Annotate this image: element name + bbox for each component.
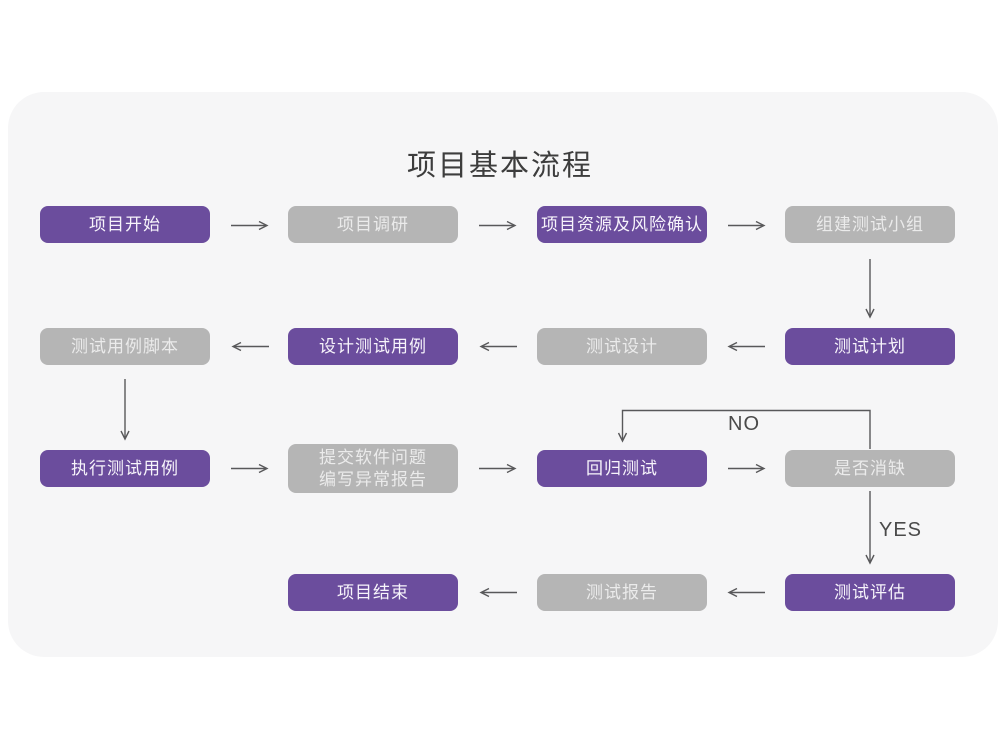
- node-resources-risk-confirm: 项目资源及风险确认: [537, 206, 707, 243]
- node-project-start: 项目开始: [40, 206, 210, 243]
- node-test-case-scripts: 测试用例脚本: [40, 328, 210, 365]
- flowchart-card: [8, 92, 998, 657]
- edge-label-yes: YES: [879, 519, 923, 541]
- node-test-design: 测试设计: [537, 328, 707, 365]
- node-project-research: 项目调研: [288, 206, 458, 243]
- node-project-end: 项目结束: [288, 574, 458, 611]
- node-test-evaluation: 测试评估: [785, 574, 955, 611]
- node-regression-test: 回归测试: [537, 450, 707, 487]
- node-execute-test-cases: 执行测试用例: [40, 450, 210, 487]
- node-test-plan: 测试计划: [785, 328, 955, 365]
- diagram-title: 项目基本流程: [406, 150, 593, 182]
- edge-label-no: NO: [728, 413, 760, 435]
- node-submit-issues-report: 提交软件问题 编写异常报告: [288, 444, 458, 493]
- node-submit-issues-line1: 提交软件问题: [319, 447, 427, 467]
- node-build-test-team: 组建测试小组: [785, 206, 955, 243]
- node-submit-issues-line2: 编写异常报告: [319, 469, 427, 489]
- node-defect-resolved: 是否消缺: [785, 450, 955, 487]
- node-test-report: 测试报告: [537, 574, 707, 611]
- node-design-test-cases: 设计测试用例: [288, 328, 458, 365]
